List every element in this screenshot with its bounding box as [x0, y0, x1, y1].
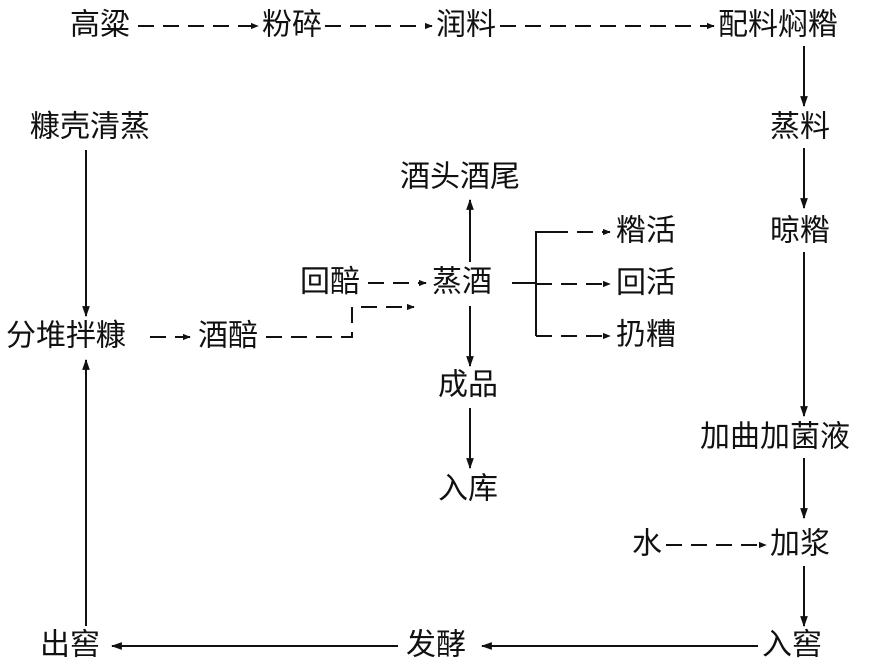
node-chujiao: 出窖 [40, 628, 100, 663]
node-zhengliao: 蒸料 [770, 110, 830, 145]
node-jiaqu: 加曲加菌液 [700, 420, 850, 455]
node-chengpin: 成品 [438, 368, 498, 403]
nodes: 高粱 粉碎 润料 配料焖糌 蒸料 晾糌 加曲加菌液 水 加浆 入窖 发酵 出窖 … [6, 8, 850, 663]
node-zhengjiu: 蒸酒 [432, 265, 492, 300]
node-rengzao: 扔糟 [616, 318, 676, 353]
node-fendui: 分堆拌糠 [6, 319, 126, 354]
branch-zhengjiu-split [512, 231, 556, 284]
node-ruku: 入库 [438, 472, 498, 507]
node-rujiao: 入窖 [762, 628, 822, 663]
node-gaoliang: 高粱 [70, 8, 130, 43]
node-huipei: 回醅 [300, 265, 360, 300]
node-jiajiang: 加浆 [770, 527, 830, 562]
node-peiliao: 配料焖糌 [718, 8, 838, 43]
node-huihuo: 回活 [616, 266, 676, 301]
node-jiutou: 酒头酒尾 [400, 160, 520, 195]
node-jiupei: 酒醅 [198, 319, 258, 354]
connectors [82, 22, 808, 650]
arrow-jiupei-to-zhengjiu [266, 303, 415, 338]
node-shui: 水 [632, 527, 662, 562]
node-fajiao: 发酵 [406, 628, 466, 663]
node-runliao: 润料 [436, 8, 496, 43]
node-kangke: 糠壳清蒸 [30, 110, 150, 145]
node-liangzan: 晾糌 [770, 214, 830, 249]
node-fensui: 粉碎 [262, 8, 322, 43]
node-zanhuo: 糌活 [616, 214, 676, 249]
